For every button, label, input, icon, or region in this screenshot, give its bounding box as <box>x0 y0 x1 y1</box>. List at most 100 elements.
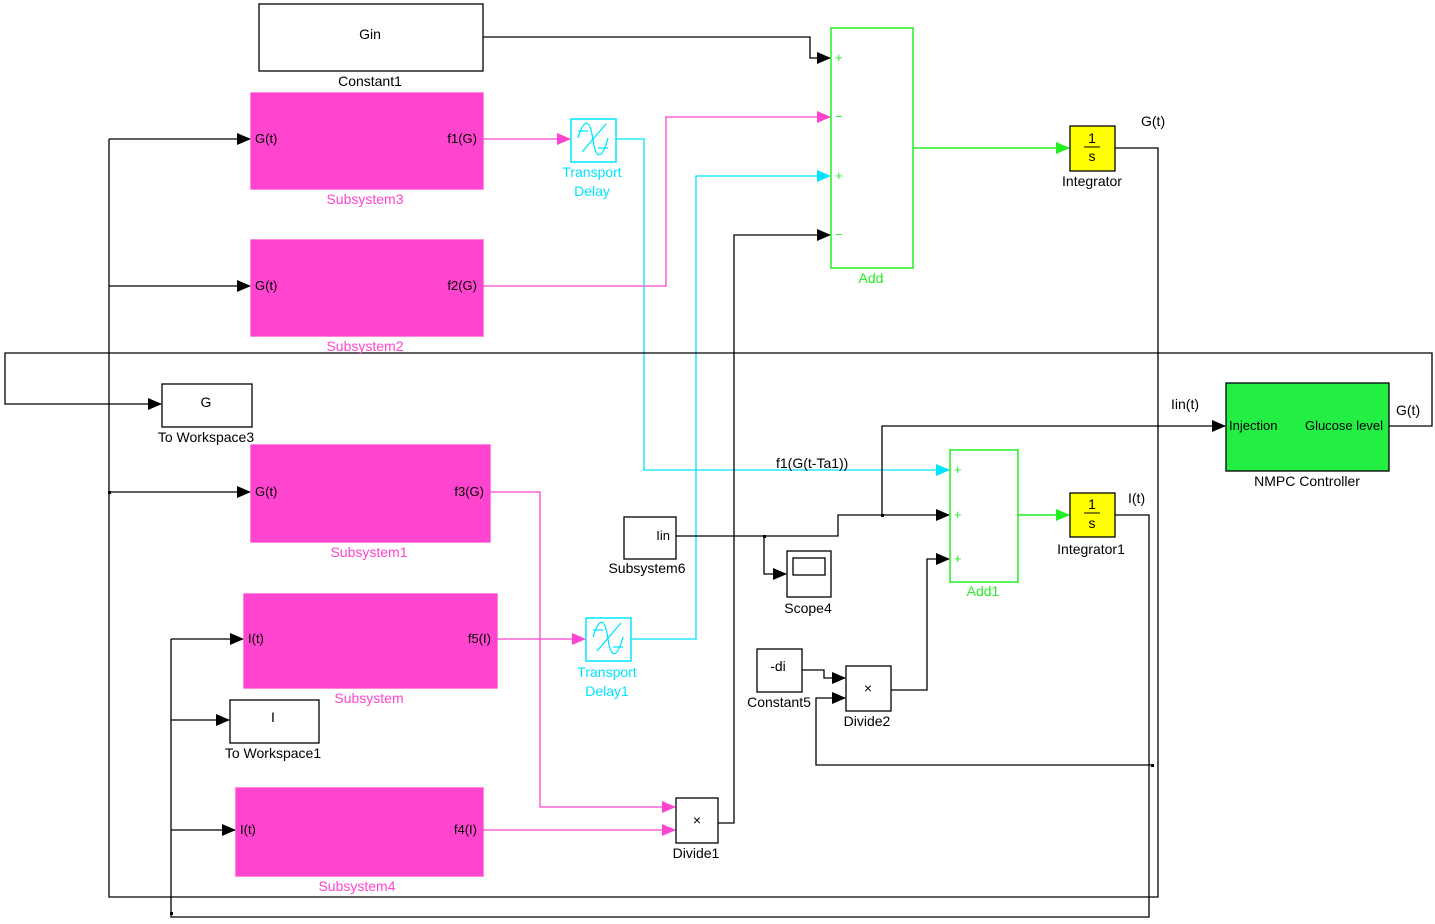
transport-delay-icon <box>577 122 609 156</box>
constant5-label: Constant5 <box>747 694 811 710</box>
subsystem1-out-port: f3(G) <box>454 484 484 499</box>
subsystem3-block[interactable]: G(t) f1(G) Subsystem3 <box>250 92 484 207</box>
wire-f3-divide1[interactable] <box>490 491 676 813</box>
integrator1-denominator: s <box>1089 515 1096 531</box>
signal-label-g-nmpc: G(t) <box>1396 402 1420 418</box>
branch-point <box>763 535 766 538</box>
wire-i-feedback[interactable] <box>170 514 1150 918</box>
divide2-label: Divide2 <box>844 713 891 729</box>
subsystem3-out-port: f1(G) <box>447 131 477 146</box>
integrator-denominator: s <box>1089 148 1096 164</box>
divide1-label: Divide1 <box>673 845 720 861</box>
wire-divide2-add1[interactable] <box>891 553 950 691</box>
divide2-block[interactable]: × Divide2 <box>844 665 892 729</box>
transport-delay-label-1: Transport <box>562 164 622 180</box>
subsystem2-block[interactable]: G(t) f2(G) Subsystem2 <box>250 239 484 354</box>
constant5-block[interactable]: -di Constant5 <box>747 648 811 710</box>
add1-label: Add1 <box>967 583 1000 599</box>
subsystem6-block[interactable]: Iin Subsystem6 <box>608 516 686 576</box>
branch-point <box>1151 764 1154 767</box>
signal-label-i: I(t) <box>1128 490 1145 506</box>
subsystem4-in-port: I(t) <box>240 822 256 837</box>
subsystem-label: Subsystem <box>334 690 403 706</box>
subsystem4-block[interactable]: I(t) f4(I) Subsystem4 <box>235 787 484 894</box>
wire-constant5-divide2[interactable] <box>802 669 846 684</box>
add-label: Add <box>859 270 884 286</box>
subsystem6-out-port: Iin <box>656 528 670 543</box>
add-sign-2: − <box>835 109 843 124</box>
nmpc-label: NMPC Controller <box>1254 473 1360 489</box>
nmpc-out-port: Glucose level <box>1305 418 1383 433</box>
scope4-label: Scope4 <box>784 600 832 616</box>
integrator-label: Integrator <box>1062 173 1122 189</box>
integrator-block[interactable]: 1 s Integrator <box>1062 125 1122 189</box>
multiply-icon: × <box>693 812 701 828</box>
to-workspace3-block[interactable]: G To Workspace3 <box>158 383 254 445</box>
constant1-value: Gin <box>359 26 381 42</box>
integrator1-label: Integrator1 <box>1057 541 1125 557</box>
add1-sign-3: + <box>954 551 962 566</box>
branch-point <box>108 491 111 494</box>
to-workspace1-value: I <box>271 709 275 725</box>
subsystem2-out-port: f2(G) <box>447 278 477 293</box>
constant1-block[interactable]: Gin Constant1 <box>258 3 484 89</box>
scope-icon <box>792 557 826 576</box>
transport-delay-icon <box>592 621 624 655</box>
wire-divide1-add[interactable] <box>718 229 831 824</box>
add1-sign-1: + <box>954 462 962 477</box>
add1-sign-2: + <box>954 507 962 522</box>
subsystem1-label: Subsystem1 <box>330 544 407 560</box>
nmpc-controller-block[interactable]: Injection Glucose level NMPC Controller <box>1225 382 1390 489</box>
subsystem1-block[interactable]: G(t) f3(G) Subsystem1 <box>250 444 491 560</box>
add-block[interactable]: + − + − Add <box>830 27 914 286</box>
add1-block[interactable]: + + + Add1 <box>949 449 1019 599</box>
integrator1-numerator: 1 <box>1088 496 1096 512</box>
constant1-label: Constant1 <box>338 73 402 89</box>
signal-label-delayed-f1: f1(G(t-Ta1)) <box>776 455 848 471</box>
signal-label-g: G(t) <box>1141 113 1165 129</box>
subsystem-block[interactable]: I(t) f5(I) Subsystem <box>243 593 498 706</box>
to-workspace1-label: To Workspace1 <box>225 745 321 761</box>
wire-constant1-add[interactable] <box>483 36 831 64</box>
wire-subsystem6-scope[interactable] <box>763 536 787 580</box>
integrator1-block[interactable]: 1 s Integrator1 <box>1057 492 1125 557</box>
transport-delay-block[interactable]: Transport Delay <box>562 118 622 199</box>
wire-delay-add1[interactable] <box>616 138 950 476</box>
wire-delay1-add[interactable] <box>631 170 831 640</box>
scope4-block[interactable]: Scope4 <box>784 550 832 616</box>
constant5-value: -di <box>770 658 786 674</box>
wire-g-feedback[interactable] <box>108 139 1159 898</box>
transport-delay1-block[interactable]: Transport Delay1 <box>577 617 637 699</box>
wires <box>4 36 1433 918</box>
subsystem2-label: Subsystem2 <box>326 338 403 354</box>
subsystem2-in-port: G(t) <box>255 278 277 293</box>
subsystem6-label: Subsystem6 <box>608 560 685 576</box>
subsystem3-label: Subsystem3 <box>326 191 403 207</box>
subsystem4-label: Subsystem4 <box>318 878 395 894</box>
branch-point <box>170 912 173 915</box>
to-workspace3-value: G <box>201 394 212 410</box>
nmpc-in-port: Injection <box>1229 418 1277 433</box>
add-sign-1: + <box>835 50 843 65</box>
transport-delay1-label-2: Delay1 <box>585 683 629 699</box>
subsystem3-in-port: G(t) <box>255 131 277 146</box>
add-sign-3: + <box>835 168 843 183</box>
to-workspace3-label: To Workspace3 <box>158 429 254 445</box>
to-workspace1-block[interactable]: I To Workspace1 <box>225 699 321 761</box>
wire-i-divide2[interactable] <box>815 692 1152 766</box>
subsystem1-in-port: G(t) <box>255 484 277 499</box>
subsystem-out-port: f5(I) <box>468 631 491 646</box>
wire-subsystem6-add1[interactable] <box>676 509 950 537</box>
transport-delay-label-2: Delay <box>574 183 610 199</box>
add-sign-4: − <box>835 227 843 242</box>
divide1-block[interactable]: × Divide1 <box>673 797 720 861</box>
multiply-icon: × <box>864 680 872 696</box>
wire-nmpc-workspace3[interactable] <box>4 352 1433 427</box>
transport-delay1-label-1: Transport <box>577 664 637 680</box>
wire-iin-nmpc[interactable] <box>881 420 1226 516</box>
subsystem-in-port: I(t) <box>248 631 264 646</box>
signal-label-iin: Iin(t) <box>1171 396 1199 412</box>
integrator-numerator: 1 <box>1088 130 1096 146</box>
wire-f2-add[interactable] <box>483 111 831 287</box>
